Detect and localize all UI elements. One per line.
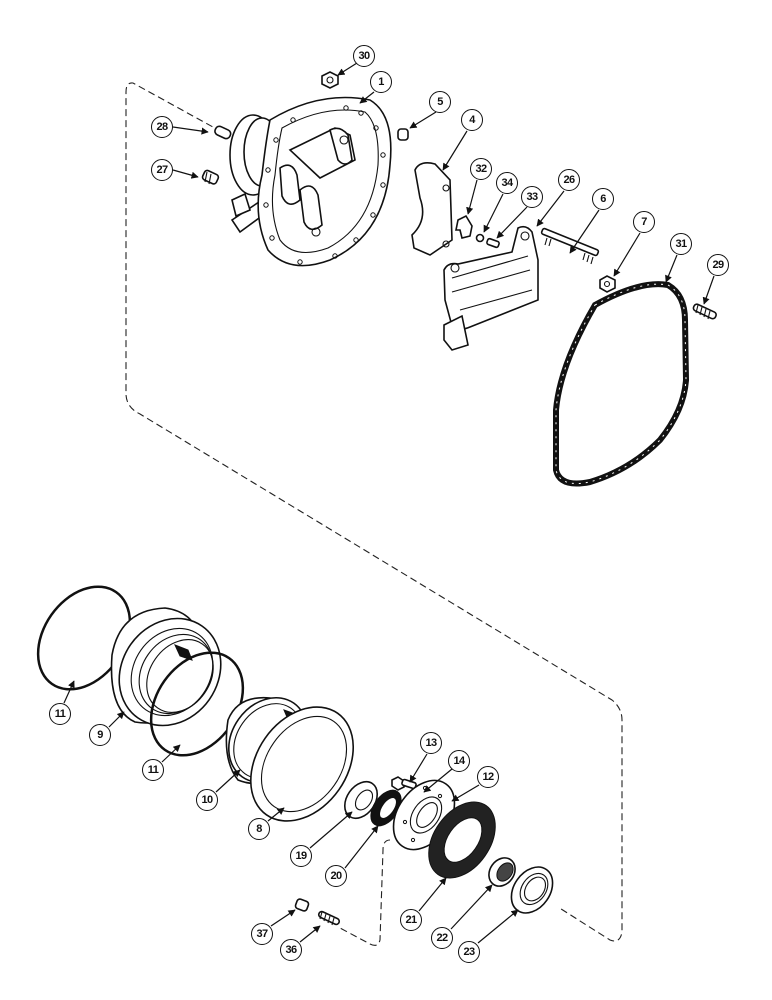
- stud-36-part: [317, 910, 341, 926]
- callout-8: 8: [248, 818, 270, 840]
- callout-37: 37: [251, 923, 273, 945]
- stud-6-part: [540, 227, 600, 265]
- nut-30-part: [321, 71, 339, 89]
- callout-26: 26: [558, 169, 580, 191]
- callout-29: 29: [707, 254, 729, 276]
- bearing-23-part: [510, 866, 554, 914]
- callout-10: 10: [196, 789, 218, 811]
- callout-32: 32: [470, 158, 492, 180]
- lower-dashed-link: [339, 839, 391, 946]
- callout-22: 22: [431, 927, 453, 949]
- lock-plate-32-part: [455, 214, 473, 239]
- callout-4: 4: [461, 109, 483, 131]
- assembly-dashed-outline: [125, 82, 623, 942]
- callout-28: 28: [151, 116, 173, 138]
- callout-7: 7: [633, 211, 655, 233]
- support-bracket-26-part: [443, 225, 539, 351]
- callout-6: 6: [592, 188, 614, 210]
- callout-11a: 11: [49, 703, 71, 725]
- callout-23: 23: [458, 941, 480, 963]
- plug-27-part: [201, 169, 220, 185]
- callout-34: 34: [496, 172, 518, 194]
- nut-37-part: [294, 898, 310, 912]
- callout-31: 31: [670, 233, 692, 255]
- callout-1: 1: [370, 71, 392, 93]
- callout-5: 5: [429, 91, 451, 113]
- carrier-housing-part: [229, 96, 392, 267]
- callout-21: 21: [400, 909, 422, 931]
- callout-19: 19: [290, 845, 312, 867]
- washer-34-part: [475, 233, 485, 243]
- bolt-33-part: [486, 237, 500, 249]
- gasket-21-part: [428, 801, 496, 879]
- nut-22-part: [488, 857, 516, 887]
- callout-14: 14: [448, 750, 470, 772]
- bushing-5-part: [397, 128, 409, 141]
- callout-9: 9: [89, 724, 111, 746]
- leader-lines: [63, 62, 715, 944]
- nut-7-part: [599, 275, 616, 293]
- bolt-13-part: [391, 776, 417, 791]
- callout-27: 27: [151, 159, 173, 181]
- callout-20: 20: [325, 865, 347, 887]
- callout-36: 36: [280, 939, 302, 961]
- callout-11b: 11: [142, 759, 164, 781]
- dowel-28-part: [214, 125, 232, 140]
- stud-29-part: [692, 303, 717, 320]
- bearing-cap-4-part: [411, 162, 453, 256]
- gasket-31-part: [553, 281, 690, 487]
- seal-20-part: [370, 789, 402, 827]
- callout-33: 33: [521, 186, 543, 208]
- callout-30: 30: [353, 45, 375, 67]
- callout-13: 13: [420, 732, 442, 754]
- callout-12: 12: [477, 766, 499, 788]
- shim-8-part: [249, 706, 355, 822]
